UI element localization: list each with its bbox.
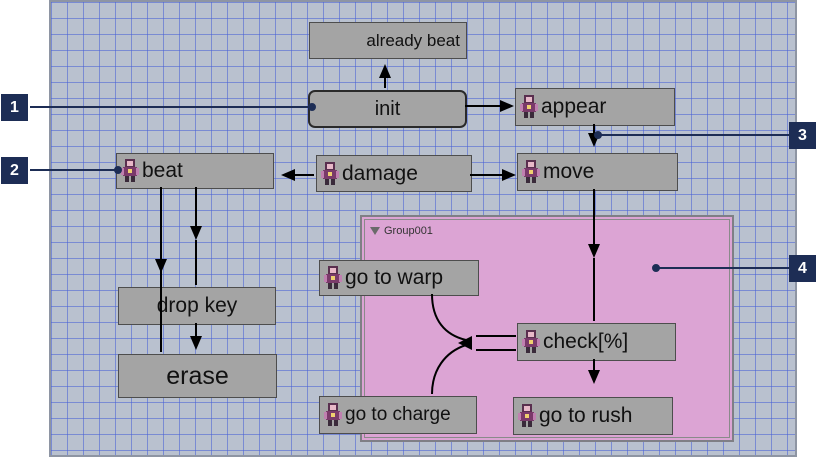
node-label: go to charge — [345, 404, 451, 425]
arrowhead-down — [190, 336, 202, 350]
node-label: drop key — [156, 294, 238, 317]
node-erase[interactable]: erase — [118, 354, 277, 398]
callout-badge-4: 4 — [789, 255, 816, 282]
node-label: beat — [142, 159, 183, 182]
group-header[interactable]: Group001 — [370, 225, 433, 237]
arrowhead-down — [588, 370, 600, 384]
node-label: erase — [166, 361, 229, 390]
node-appear[interactable]: appear — [515, 88, 675, 126]
node-label: check[%] — [543, 330, 629, 353]
node-beat[interactable]: beat — [116, 153, 274, 189]
arrowhead-up — [379, 64, 391, 78]
callout-badge-1: 1 — [1, 94, 28, 121]
edge-curve-warp — [431, 293, 467, 341]
character-sprite-icon — [319, 161, 341, 187]
arrowhead-right — [500, 100, 514, 112]
character-sprite-icon — [516, 403, 538, 429]
node-go-to-charge[interactable]: go to charge — [319, 396, 477, 434]
callout-dot-1 — [308, 103, 316, 111]
arrowhead-left — [458, 336, 472, 350]
callout-dot-3 — [594, 131, 602, 139]
collapse-triangle-icon[interactable] — [370, 227, 380, 235]
node-label: go to rush — [539, 404, 633, 427]
callout-number: 1 — [10, 98, 19, 116]
character-sprite-icon — [520, 159, 542, 185]
callout-number: 2 — [10, 161, 19, 179]
node-label: go to warp — [345, 266, 444, 289]
arrowhead-down — [588, 244, 600, 258]
callout-dot-4 — [652, 264, 660, 272]
node-init[interactable]: init — [308, 90, 467, 128]
arrowhead-down — [155, 259, 167, 273]
character-sprite-icon — [322, 402, 344, 428]
node-label: init — [374, 97, 401, 120]
arrowhead-right — [502, 169, 516, 181]
callout-dot-2 — [114, 166, 122, 174]
edge-curve-charge — [431, 344, 467, 395]
node-go-to-rush[interactable]: go to rush — [513, 397, 673, 435]
node-already-beat[interactable]: already beat — [309, 22, 467, 59]
group-title: Group001 — [384, 225, 433, 237]
node-check[interactable]: check[%] — [517, 323, 676, 361]
callout-badge-3: 3 — [789, 122, 816, 149]
node-damage[interactable]: damage — [316, 155, 472, 192]
node-label: appear — [541, 95, 607, 118]
callout-number: 4 — [798, 259, 807, 277]
arrowhead-down — [190, 226, 202, 240]
arrowhead-left — [281, 169, 295, 181]
character-sprite-icon — [322, 265, 344, 291]
node-label: already beat — [366, 30, 460, 50]
node-move[interactable]: move — [517, 153, 678, 191]
state-graph-canvas[interactable]: Group001 already beat init appear beat d… — [49, 0, 797, 457]
node-go-to-warp[interactable]: go to warp — [319, 260, 479, 296]
character-sprite-icon — [518, 94, 540, 120]
callout-badge-2: 2 — [1, 157, 28, 184]
callout-number: 3 — [798, 126, 807, 144]
node-label: damage — [342, 161, 418, 185]
character-sprite-icon — [520, 329, 542, 355]
node-label: move — [543, 160, 595, 183]
character-sprite-icon — [119, 158, 141, 184]
